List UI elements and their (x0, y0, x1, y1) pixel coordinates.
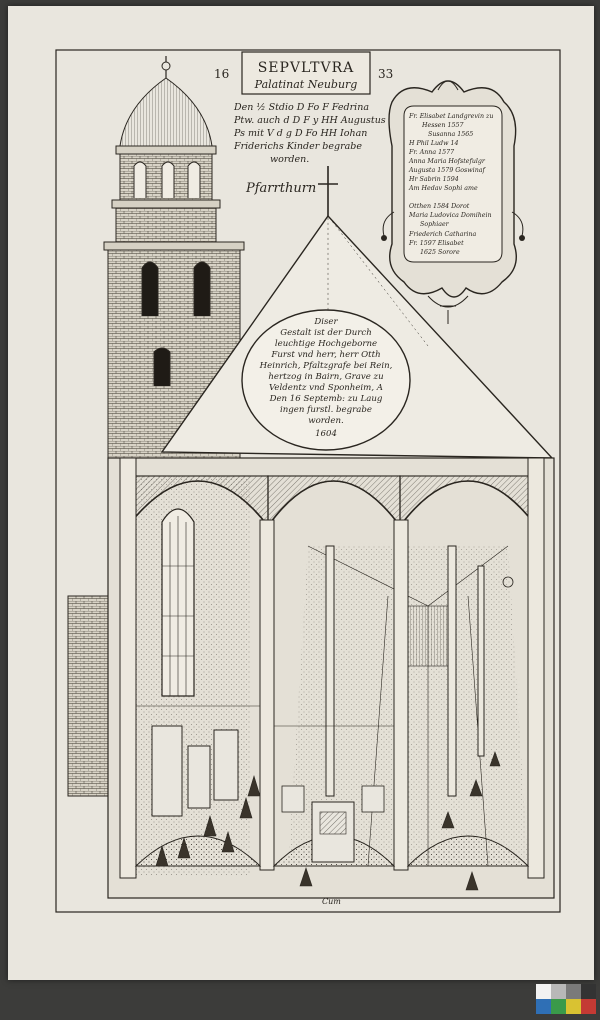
cartouche-line: Hr Sabrin 1594 (408, 176, 459, 183)
burial-note-line: Ps mit V d g D Fo HH Iohan (233, 128, 367, 139)
title-text: SEPVLTVRA (258, 60, 355, 76)
gray-patch (566, 984, 581, 999)
side-chapel (67, 595, 113, 797)
green-patch (551, 999, 566, 1014)
cartouche-line: Otthen 1584 Dorot (409, 203, 470, 210)
epitaph (151, 725, 183, 817)
inscription-line: Heinrich, Pfaltzgrafe bei Rein, (259, 361, 393, 371)
cartouche-line: Am Hedav Sophi ame (408, 185, 478, 192)
church-floor (134, 785, 530, 867)
cartouche-line: Maria Ludovica Domihein (408, 212, 492, 219)
burial-note: Den ½ Stdio D Fo F Fedrina Ptw. auch d D… (233, 102, 386, 165)
color-checker-row (536, 984, 596, 999)
year-left: 16 (214, 67, 229, 81)
year-right: 33 (378, 67, 393, 81)
floor-mark: Cum (322, 897, 341, 906)
cartouche-line: Fr. Anna 1577 (408, 149, 454, 156)
epitaph (213, 729, 239, 801)
inscription-line: Den 16 Septemb: zu Laug (269, 394, 383, 404)
burial-note-line: Den ½ Stdio D Fo F Fedrina (233, 102, 369, 113)
burial-note-line: worden. (270, 154, 309, 165)
cartouche-line: Hessen 1557 (421, 122, 464, 129)
paper-sheet: SEPVLTVRA Palatinat Neuburg 16 33 Den ½ … (8, 6, 594, 980)
cross-finial (318, 166, 338, 220)
plate-border (55, 49, 561, 913)
inscription-line: Veldentz vnd Sponheim, A (269, 383, 383, 393)
mourner-figures (155, 751, 501, 891)
burial-note-line: Ptw. auch d D F y HH Augustus (233, 115, 386, 126)
cartouche-line: H Phil Ludw 14 (408, 140, 459, 147)
inscription-line: leuchtige Hochgeborne (275, 339, 377, 349)
cartouche-line: Fr. 1597 Elisabet (408, 240, 464, 247)
inscription-line: Furst vnd herr, herr Otth (270, 350, 380, 360)
gable-inscription: Diser Gestalt ist der Durch leuchtige Ho… (259, 317, 393, 439)
blue-patch (536, 999, 551, 1014)
cartouche-line: Fr. Elisabet Landgrevin zu (408, 113, 493, 120)
tower-label: Pfarrthurn (245, 181, 316, 196)
gable-medallion (241, 309, 411, 451)
inscription-line: worden. (308, 416, 344, 426)
cartouche (381, 80, 525, 324)
inscription-line: Gestalt ist der Durch (280, 328, 372, 338)
cartouche-line: Sophiaer (420, 221, 450, 228)
title-box (241, 51, 371, 95)
cartouche-text: Fr. Elisabet Landgrevin zu Hessen 1557 S… (408, 113, 493, 256)
color-checker (536, 984, 596, 1014)
gray-patch (536, 984, 551, 999)
yellow-patch (566, 999, 581, 1014)
inscription-line: Diser (313, 317, 338, 327)
inscription-line: ingen furstl. begrabe (280, 405, 372, 415)
color-checker-row (536, 999, 596, 1014)
cartouche-line: Anna Maria Hofstefulgr (408, 158, 486, 165)
red-patch (581, 999, 596, 1014)
cartouche-line: 1625 Sorore (420, 249, 460, 256)
gray-patch (551, 984, 566, 999)
inscription-line: 1604 (315, 429, 337, 439)
inscription-line: hertzog in Bairn, Grave zu (268, 372, 383, 382)
cartouche-line: Susanna 1565 (428, 131, 473, 138)
columns (119, 457, 545, 879)
epitaph (187, 745, 211, 809)
cartouche-line: Augusta 1579 Goswinaf (408, 167, 486, 174)
gray-patch (581, 984, 596, 999)
nave-left-wall (134, 476, 250, 876)
subtitle-text: Palatinat Neuburg (254, 78, 358, 91)
engraving: SEPVLTVRA Palatinat Neuburg 16 33 Den ½ … (55, 49, 561, 913)
burial-note-line: Friderichs Kinder begrabe (233, 141, 362, 152)
cartouche-line: Friederich Catharina (408, 231, 476, 238)
